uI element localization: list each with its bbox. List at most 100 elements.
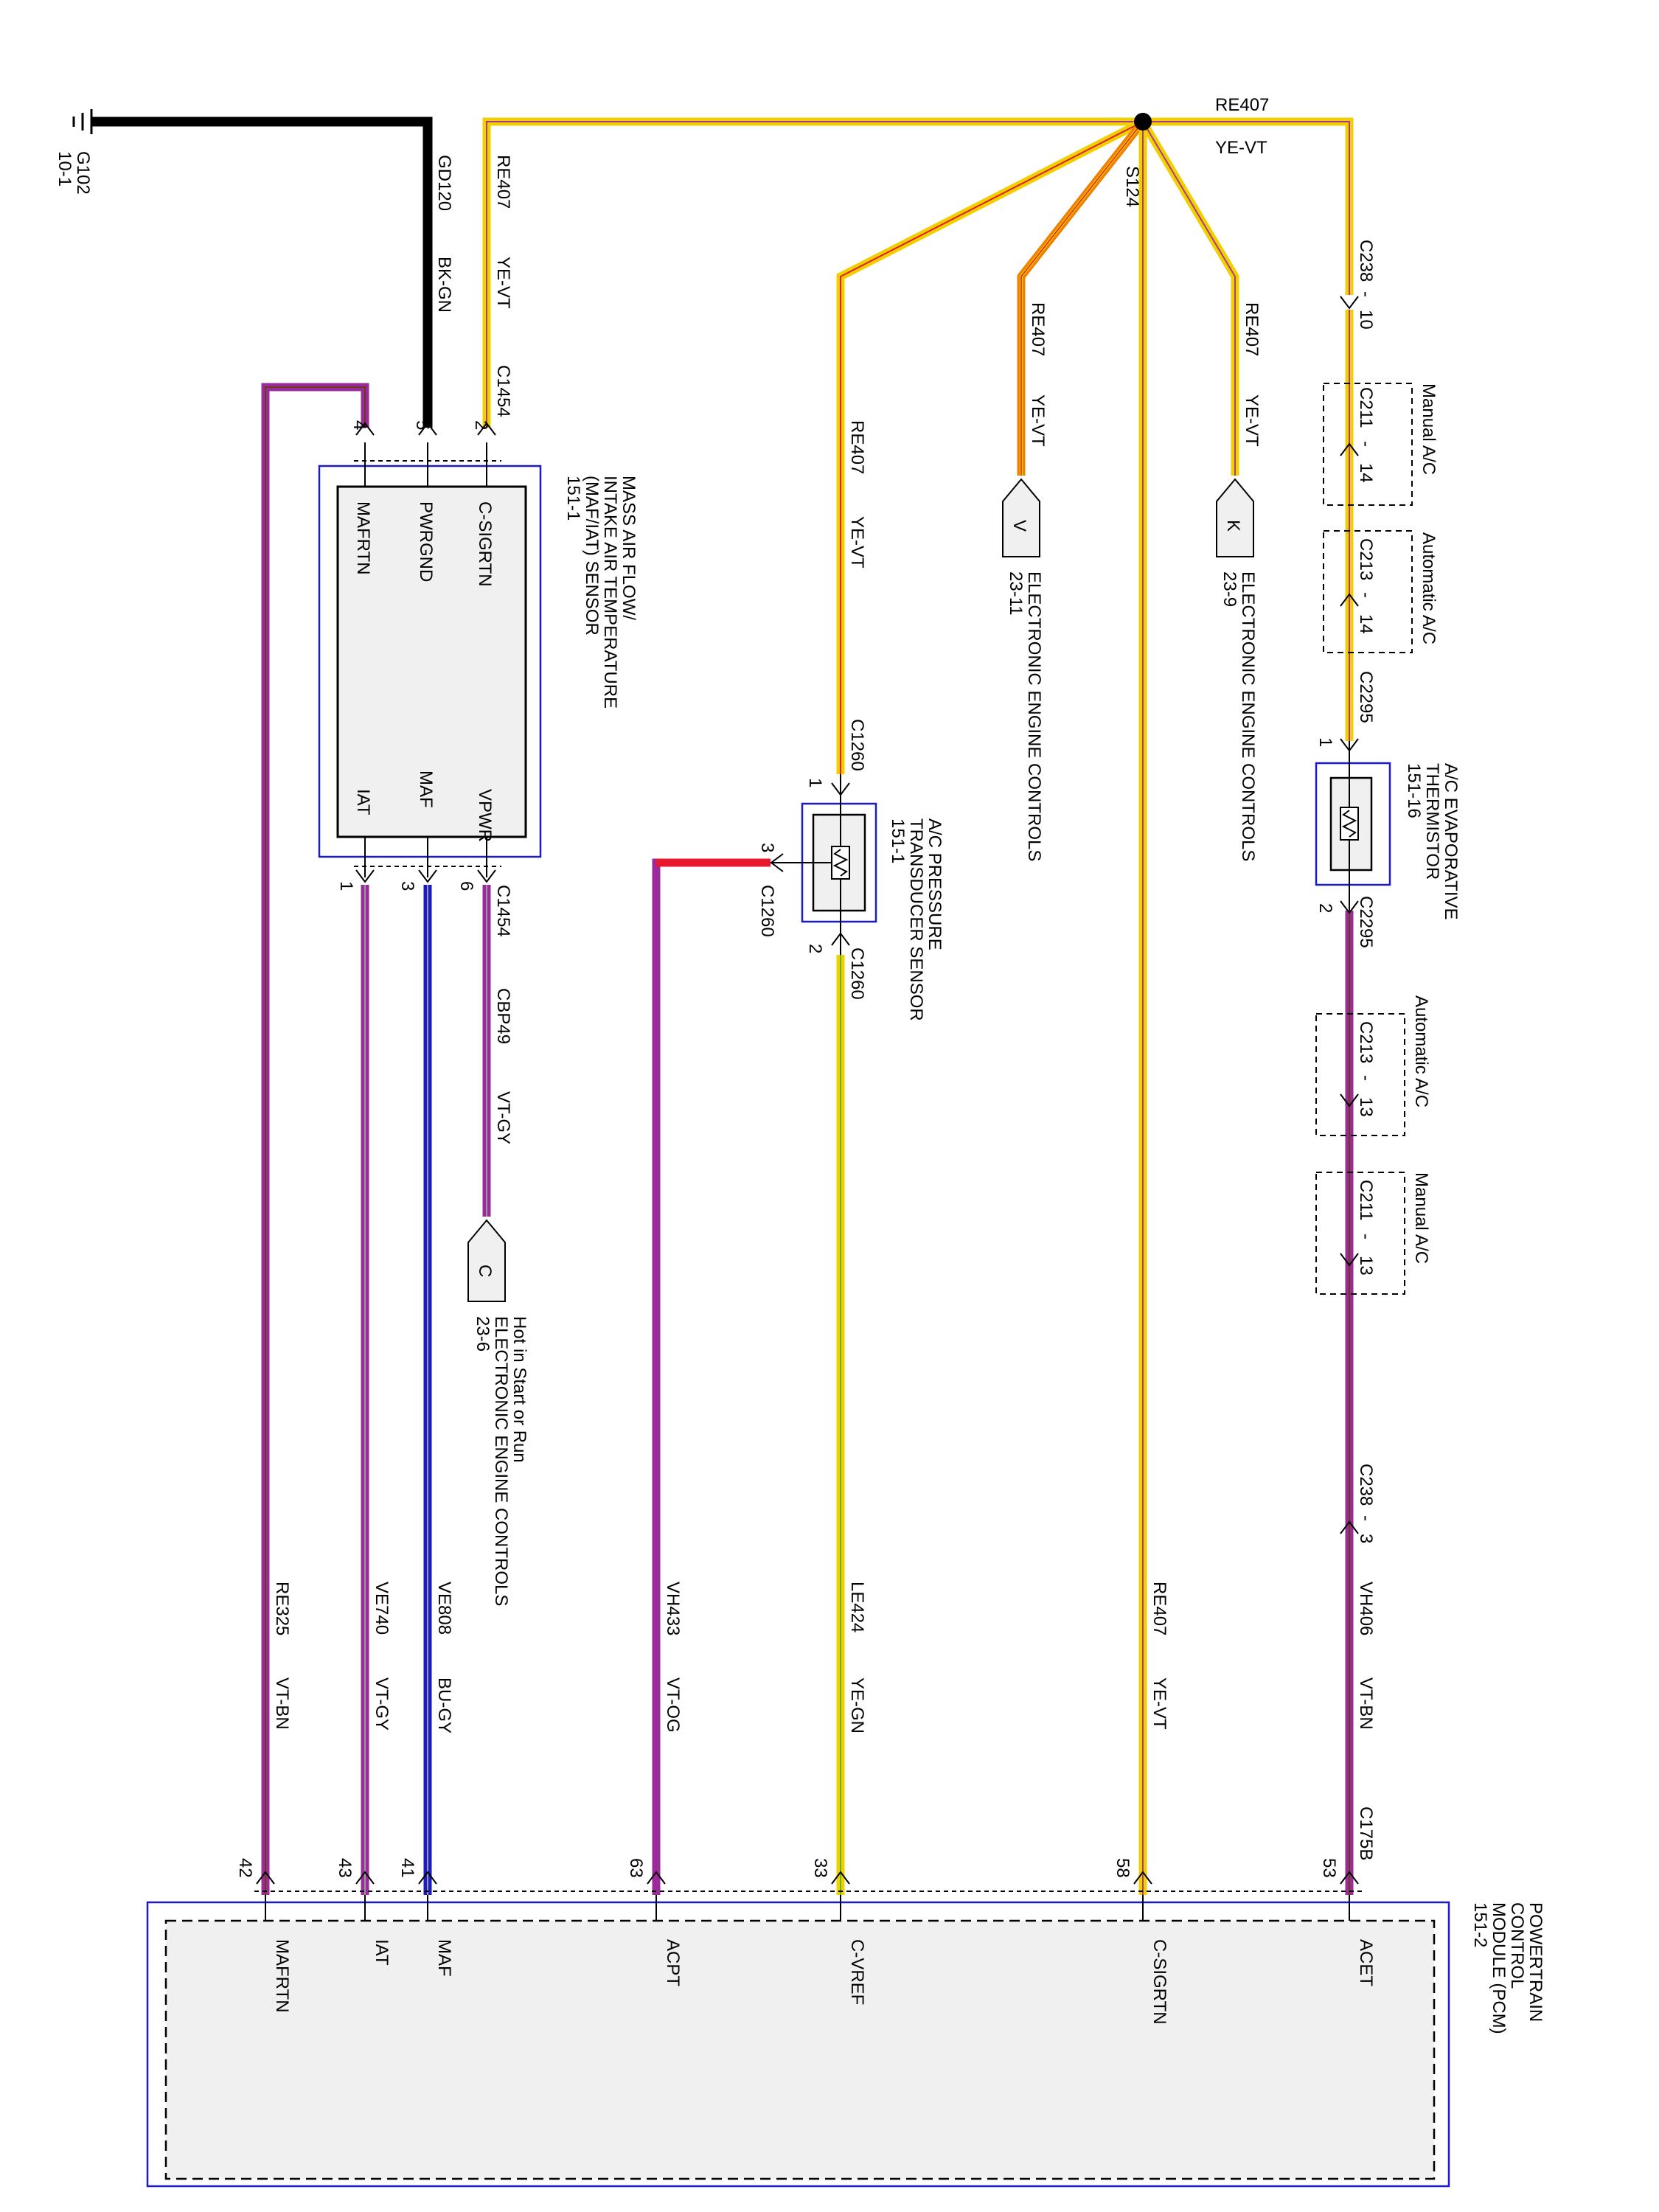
c213-top-dash: - [1356,592,1376,598]
acpt-pin-1: 1 [805,778,825,787]
cbp49-color: VT-GY [493,1091,513,1144]
connector-k-shape [1216,478,1254,557]
c211-bot-dash: - [1356,1234,1376,1239]
connector-c[interactable]: C Hot in Start or Run ELECTRONIC ENGINE … [467,1219,529,1606]
vh406-color: VT-BN [1356,1677,1376,1730]
wire-re407-k [1139,119,1239,476]
acpt-sensor[interactable]: A/C PRESSURE TRANSDUCER SENSOR 151-1 C12… [757,719,945,1021]
maf-iat-sensor[interactable]: MASS AIR FLOW/ INTAKE AIR TEMPERATURE (M… [318,365,639,937]
pcm-pin-acet: 53 ACET [1319,1858,1376,1986]
re407-v-circuit: RE407 [1028,302,1048,356]
maf-sensor-body [336,485,527,838]
acpt-title-1: A/C PRESSURE [925,818,945,950]
pcm-pin-num-41: 41 [397,1858,417,1878]
connector-k-letter: K [1223,520,1243,532]
wire-vh433 [652,858,771,1895]
maf-pin-name-vpwr: VPWR [475,789,495,842]
maf-connector-top: C1454 [493,365,513,417]
maf-pin-name-iat: IAT [353,789,373,815]
ve808-circuit: VE808 [434,1582,454,1635]
re407-acpt-color: YE-VT [847,516,867,568]
re325-color: VT-BN [272,1677,292,1730]
gd120-color: BK-GN [434,257,454,313]
connector-k-text: ELECTRONIC ENGINE CONTROLS [1238,571,1258,861]
c211-top-label: Manual A/C [1419,383,1439,475]
splice-top-color: YE-VT [1215,138,1267,158]
connector-marks [355,296,1359,1534]
ve808-color: BU-GY [434,1677,454,1733]
therm-connector-top: C2295 [1356,671,1376,723]
c213-top-pin: 14 [1356,614,1376,634]
pcm-pin-name-acpt: ACPT [663,1939,683,1986]
splice-s124: RE407 YE-VT S124 [1122,95,1269,207]
c211-bot-pin: 13 [1356,1256,1376,1276]
pcm-pin-maf: 41 MAF [397,1858,454,1977]
c213-bot-pin: 13 [1356,1097,1376,1117]
ground-icon [72,109,103,134]
re407-pcm-circuit: RE407 [1150,1582,1169,1635]
connector-c-letter: C [475,1265,495,1277]
connector-c-ref: 23-6 [473,1316,493,1352]
connector-v[interactable]: V ELECTRONIC ENGINE CONTROLS 23-11 [1002,478,1044,861]
therm-connector-bottom: C2295 [1356,896,1376,948]
c238-bot-pin: 3 [1356,1534,1376,1543]
connector-c-shape [467,1219,506,1302]
therm-title-3: 151-16 [1404,763,1424,818]
c213-bot-id: C213 [1356,1021,1376,1063]
pcm-pin-num-58: 58 [1113,1858,1133,1878]
splice-top-circuit: RE407 [1215,95,1269,115]
maf-title-4: 151-1 [563,476,583,521]
acpt-pin-3: 3 [757,843,777,852]
pcm-pin-name-iat: IAT [372,1939,392,1966]
c238-bot-id: C238 [1356,1464,1376,1506]
ground-id: G102 [73,151,93,195]
acpt-resistor-icon [813,815,850,911]
top-connectors: C238 - 10 Manual A/C C211 - 14 Automatic… [1323,240,1439,653]
pcm-pin-csigrtn: 58 C-SIGRTN [1113,1858,1169,2025]
maf-pin-name-pwrgnd: PWRGND [416,501,436,582]
c238-top-pin: 10 [1356,310,1376,330]
re407-left-circuit: RE407 [493,155,513,209]
pcm-pin-cvref: 33 C-VREF [810,1858,867,2005]
le424-color: YE-GN [847,1677,867,1733]
pcm-pin-num-43: 43 [335,1858,355,1878]
le424-circuit: LE424 [847,1582,867,1632]
re407-k-circuit: RE407 [1242,302,1262,356]
pcm-pin-mafrtn: 42 MAFRTN [235,1858,292,2013]
maf-pin-num-3: 3 [397,881,417,891]
pcm-title-4: 151-2 [1470,1902,1490,1947]
wire-re407-top-right [1143,117,1354,295]
therm-pin-1: 1 [1315,737,1335,747]
c213-bot-box [1315,1013,1405,1136]
c213-top-label: Automatic A/C [1419,532,1439,644]
connector-c-line2: ELECTRONIC ENGINE CONTROLS [491,1316,511,1606]
pcm-pin-num-63: 63 [626,1858,646,1878]
connector-v-ref: 23-11 [1006,571,1026,616]
acpt-connector-bottom: C1260 [847,947,867,1000]
acpt-connector-side: C1260 [757,885,777,937]
connector-k[interactable]: K ELECTRONIC ENGINE CONTROLS 23-9 [1216,478,1258,861]
wire-gd120 [91,116,433,428]
wire-re407-v [1017,119,1147,476]
re407-v-color: YE-VT [1028,394,1048,447]
maf-pin-name-mafrtn: MAFRTN [353,501,373,575]
therm-pin-2: 2 [1315,903,1335,913]
maf-pin-name-maf: MAF [416,771,436,808]
vh406-circuit: VH406 [1356,1582,1376,1635]
pcm-module[interactable]: POWERTRAIN CONTROL MODULE (PCM) 151-2 C1… [146,1806,1545,2188]
pcm-connector: C175B [1356,1806,1376,1860]
gd120-circuit: GD120 [434,155,454,211]
acpt-title-3: 151-1 [888,818,908,863]
pcm-pin-name-csigrtn: C-SIGRTN [1150,1939,1169,2025]
therm-resistor-icon [1340,778,1359,870]
c211-top-id: C211 [1356,387,1376,428]
connector-c-line1: Hot in Start or Run [509,1316,529,1463]
pcm-pin-num-33: 33 [810,1858,830,1878]
pcm-pin-num-53: 53 [1319,1858,1339,1878]
ac-evaporative-thermistor[interactable]: A/C EVAPORATIVE THERMISTOR 151-16 C2295 … [1315,671,1461,948]
acpt-pin-2: 2 [805,944,825,953]
c238-bot-dash: - [1356,1515,1376,1521]
c211-bot-box [1315,1172,1405,1295]
therm-title-2: THERMISTOR [1422,763,1442,880]
splice-id: S124 [1122,166,1142,207]
